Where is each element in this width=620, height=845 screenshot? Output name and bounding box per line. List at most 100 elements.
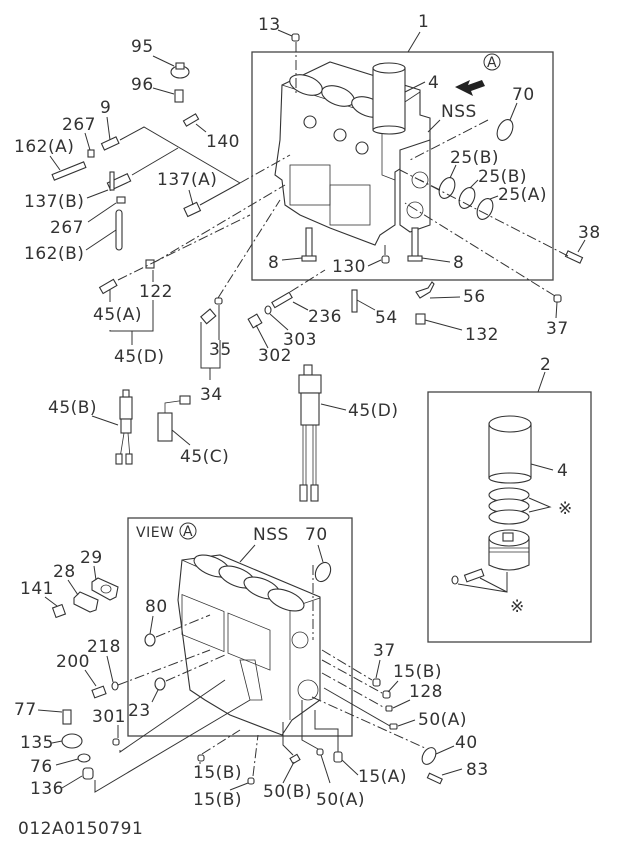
callout-137b[interactable]: 137(B) [24,192,84,212]
callout-96[interactable]: 96 [131,75,154,95]
plate-28-illustration [73,591,99,613]
callout-132[interactable]: 132 [465,325,499,345]
view-label: VIEW [136,525,174,541]
view-a-marker-text: A [487,55,497,71]
callout-236[interactable]: 236 [308,307,342,327]
gasket-29-illustration [91,577,119,601]
view-marker-text: A [183,524,193,540]
callout-45b[interactable]: 45(B) [48,398,97,418]
callout-4-kit[interactable]: 4 [557,461,568,481]
main-assembly-frame [251,51,554,281]
drawing-code: 012A0150791 [18,819,143,839]
bolt-77-illustration [62,709,72,725]
callout-200[interactable]: 200 [56,652,90,672]
callout-25b-2[interactable]: 25(B) [478,167,527,187]
cylinder-block-view-a-illustration [177,554,321,736]
asterisk-rings: ※ [558,499,573,519]
callout-137a[interactable]: 137(A) [157,170,217,190]
kit-frame [427,391,592,643]
callout-9[interactable]: 9 [100,98,111,118]
callout-267-bottom[interactable]: 267 [50,218,84,238]
callout-25a[interactable]: 25(A) [498,185,547,205]
fitting-137a-illustration [183,201,202,218]
callout-141[interactable]: 141 [20,579,54,599]
callout-83[interactable]: 83 [466,760,489,780]
callout-28[interactable]: 28 [53,562,76,582]
callout-8-left[interactable]: 8 [268,253,279,273]
piston-rings-illustration [488,487,530,525]
callout-56[interactable]: 56 [463,287,486,307]
nss-label: NSS [441,102,477,122]
bolt-141-illustration [51,603,67,619]
callout-140[interactable]: 140 [206,132,240,152]
plug-80-illustration [144,633,156,647]
callout-34[interactable]: 34 [200,385,223,405]
callout-267-top[interactable]: 267 [62,115,96,135]
callout-76[interactable]: 76 [30,757,53,777]
cylinder-block-illustration [274,61,431,246]
callout-8-right[interactable]: 8 [453,253,464,273]
adapter-96-illustration [174,89,184,103]
callout-128[interactable]: 128 [409,682,443,702]
callout-15b-mid[interactable]: 15(B) [193,763,242,783]
callout-2[interactable]: 2 [540,355,551,375]
callout-45c[interactable]: 45(C) [180,447,229,467]
ring-70-illustration [496,119,514,141]
callout-302[interactable]: 302 [258,346,292,366]
callout-70[interactable]: 70 [512,85,535,105]
pin-83-illustration [426,772,443,785]
callout-25b-1[interactable]: 25(B) [450,148,499,168]
tee-137b-illustration [106,171,132,192]
callout-218[interactable]: 218 [87,637,121,657]
callout-50a-low[interactable]: 50(A) [316,790,365,810]
callout-162a[interactable]: 162(A) [14,137,74,157]
callout-50b[interactable]: 50(B) [263,782,312,802]
callout-15b-low[interactable]: 15(B) [193,790,242,810]
callout-130[interactable]: 130 [332,257,366,277]
callout-37-top[interactable]: 37 [546,319,569,339]
callout-45d-bottom[interactable]: 45(D) [348,401,399,421]
callout-29[interactable]: 29 [80,548,103,568]
callout-45a[interactable]: 45(A) [93,305,142,325]
sensor-45c-illustration [157,395,191,442]
fitting-140-illustration [182,113,200,127]
callout-23[interactable]: 23 [128,701,151,721]
kit-liner-illustration [488,415,532,484]
callout-301[interactable]: 301 [92,707,126,727]
sensor-45d-illustration [298,364,322,502]
callout-4[interactable]: 4 [428,73,439,93]
nss-label-view: NSS [253,525,289,545]
callout-37-view[interactable]: 37 [373,641,396,661]
asterisk-piston: ※ [510,597,525,617]
callout-303[interactable]: 303 [283,330,317,350]
callout-136[interactable]: 136 [30,779,64,799]
callout-80[interactable]: 80 [145,597,168,617]
callout-13[interactable]: 13 [258,15,281,35]
washer-76-illustration [77,753,91,763]
callout-95[interactable]: 95 [131,37,154,57]
cover-135-illustration [61,733,83,749]
o-ring-40-illustration [421,747,437,765]
callout-15b-right[interactable]: 15(B) [393,662,442,682]
hose-162a-illustration [51,161,87,181]
callout-122[interactable]: 122 [139,282,173,302]
cylinder-liner-illustration [372,62,406,135]
callout-162b[interactable]: 162(B) [24,244,84,264]
callout-50a-right[interactable]: 50(A) [418,710,467,730]
view-a-marker-icon [483,53,501,71]
view-a-frame [127,517,353,737]
callout-1[interactable]: 1 [418,12,429,32]
hose-162b-illustration [115,209,123,251]
callout-77[interactable]: 77 [14,700,37,720]
callout-15a[interactable]: 15(A) [358,767,407,787]
callout-70-view[interactable]: 70 [305,525,328,545]
plug-136-illustration [82,767,94,780]
callout-135[interactable]: 135 [20,733,54,753]
callout-40[interactable]: 40 [455,733,478,753]
sensor-45b-illustration [115,389,133,465]
callout-38[interactable]: 38 [578,223,601,243]
piston-illustration [488,529,530,571]
callout-54[interactable]: 54 [375,308,398,328]
callout-45d-top[interactable]: 45(D) [114,347,165,367]
